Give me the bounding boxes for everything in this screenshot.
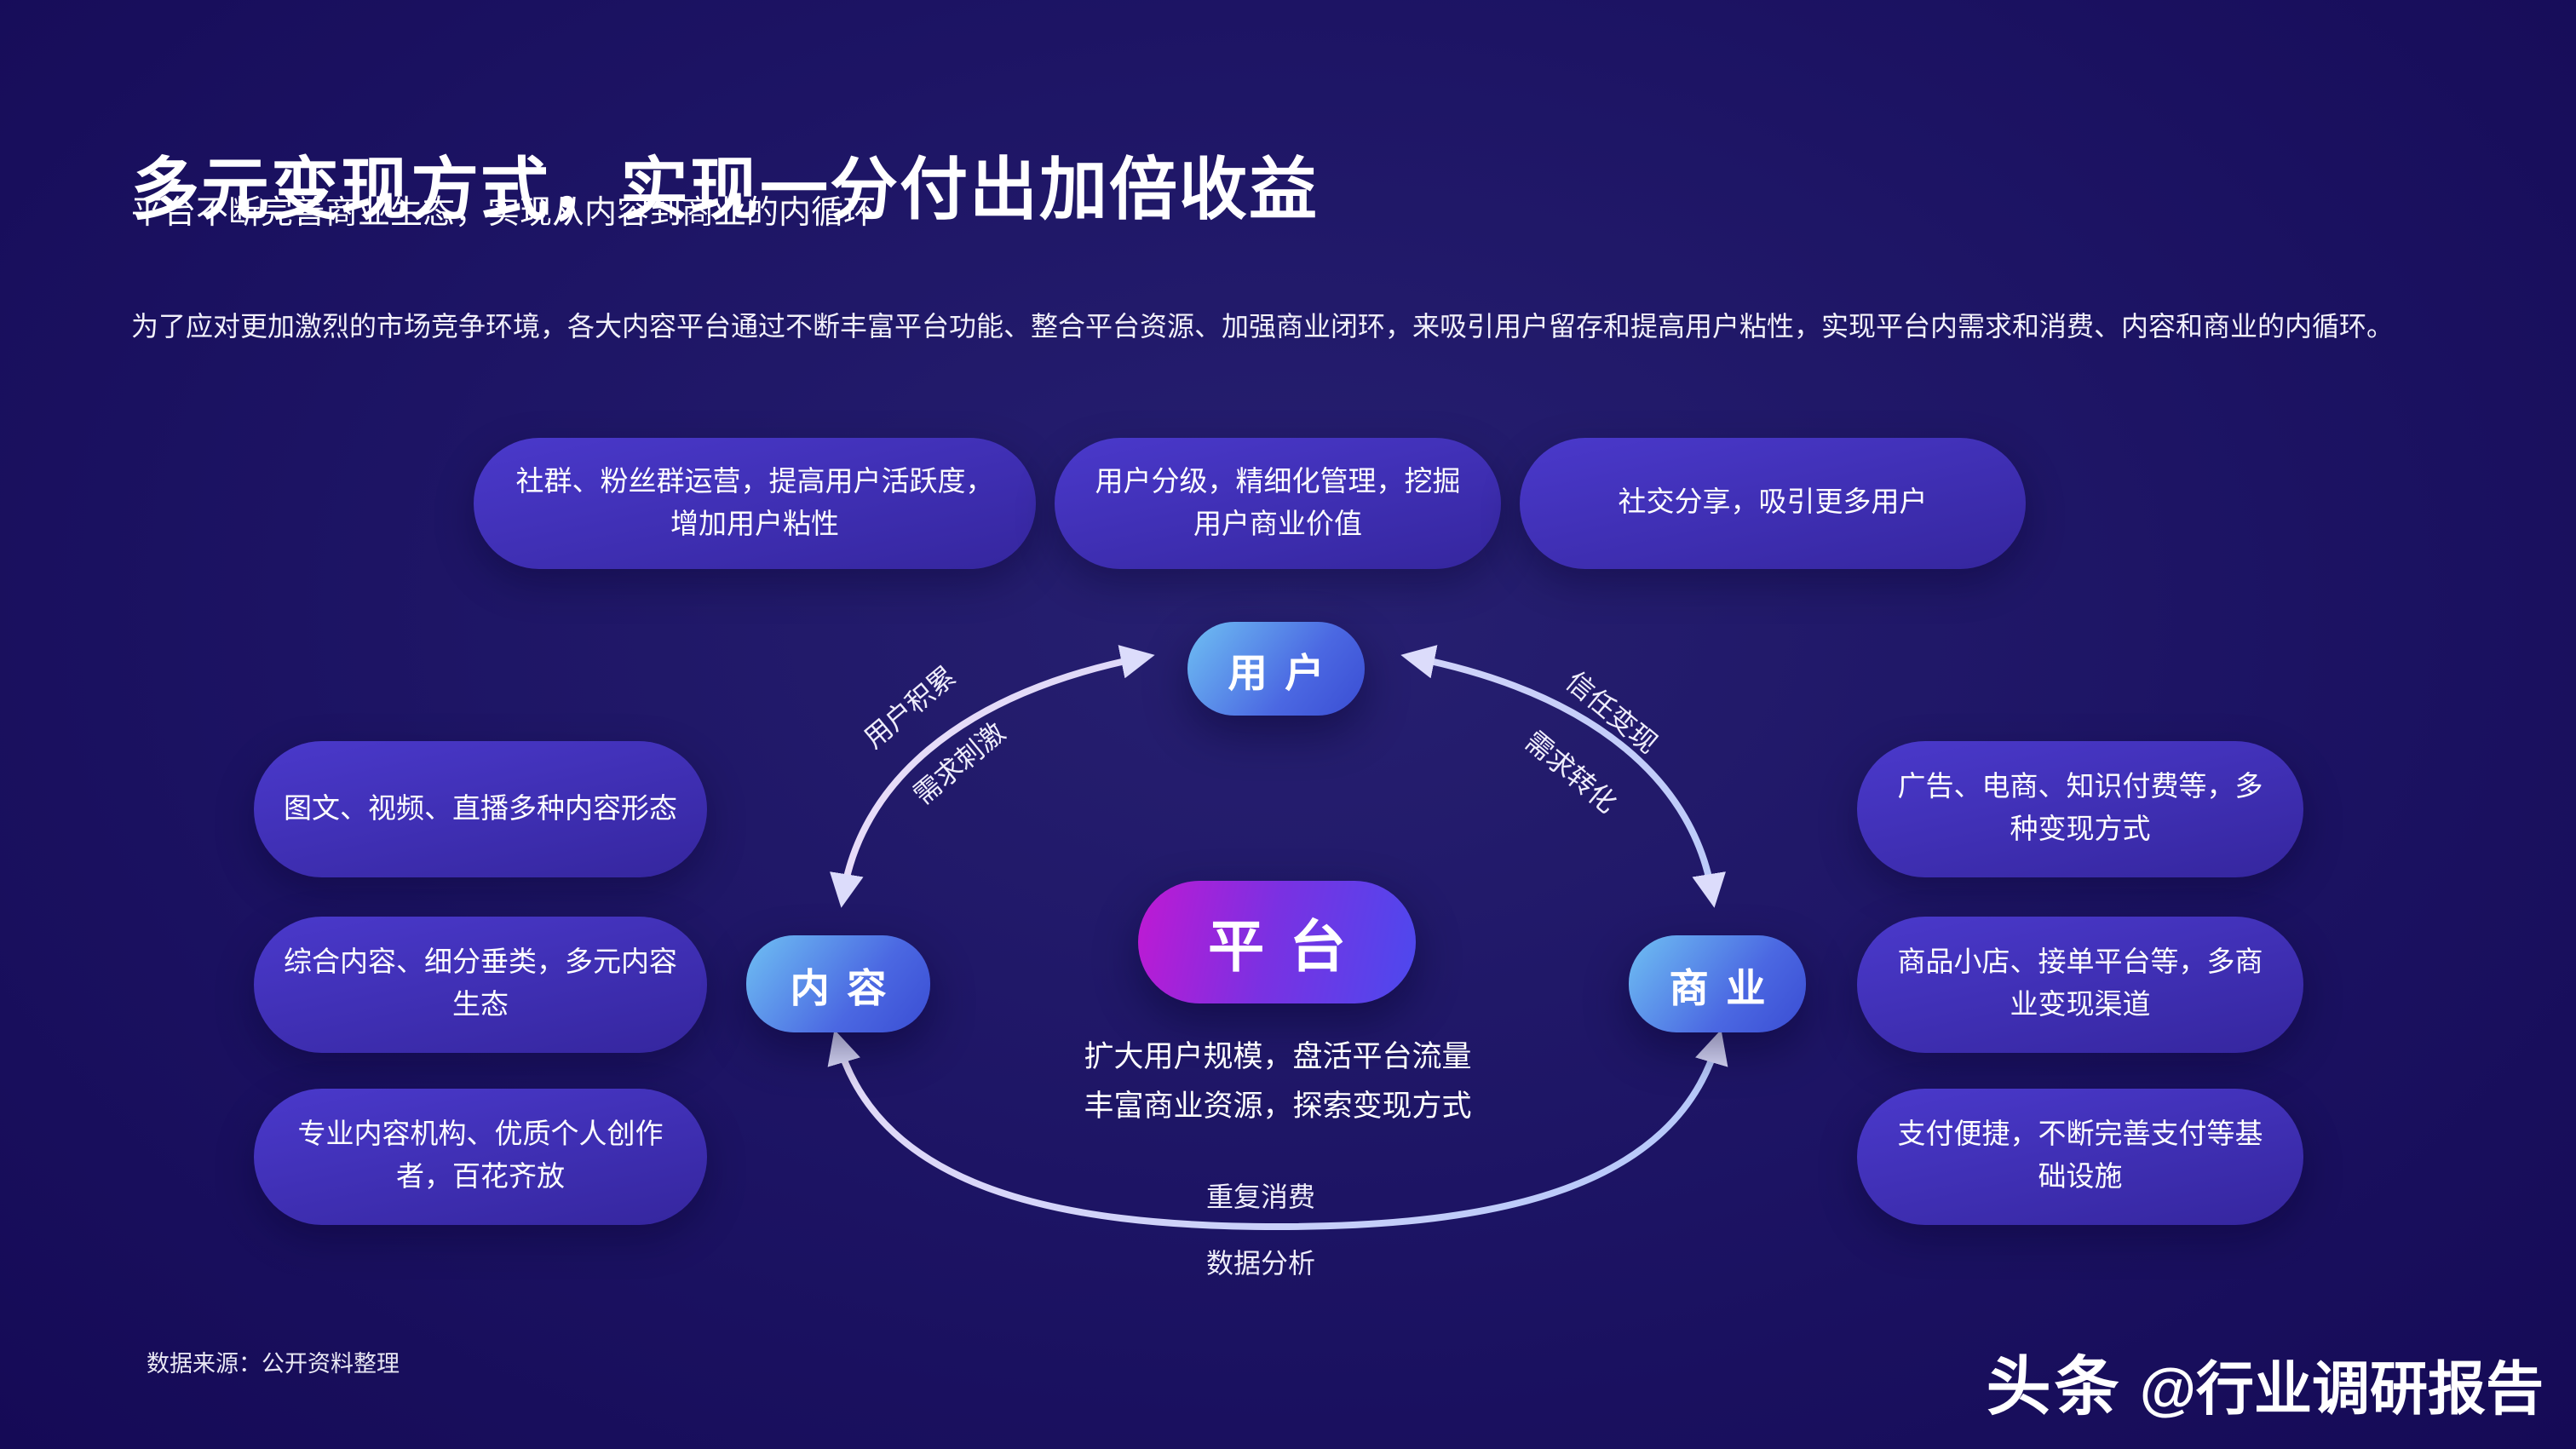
platform-description-line2: 丰富商业资源，探索变现方式 xyxy=(1084,1089,1472,1123)
page-subtitle: 平台不断完善商业生态，实现从内容到商业的内循环 xyxy=(131,196,877,232)
intro-paragraph: 为了应对更加激烈的市场竞争环境，各大内容平台通过不断丰富平台功能、整合平台资源、… xyxy=(131,313,2395,342)
watermark-handle: @行业调研报告 xyxy=(2139,1358,2544,1423)
bubble-payment-infra: 支付便捷，不断完善支付等基础设施 xyxy=(1857,1089,2303,1225)
platform-description: 扩大用户规模，盘活平台流量 丰富商业资源，探索变现方式 xyxy=(947,1032,1608,1131)
flow-label-user-accumulation: 用户积累 xyxy=(860,662,963,756)
watermark: 头条 @行业调研报告 xyxy=(1987,1334,2544,1428)
bubble-content-ecosystem: 综合内容、细分垂类，多元内容生态 xyxy=(254,917,707,1053)
bubble-monetization-ways: 广告、电商、知识付费等，多种变现方式 xyxy=(1857,741,2303,877)
bubble-creators: 专业内容机构、优质个人创作者，百花齐放 xyxy=(254,1089,707,1225)
arc-content-user xyxy=(830,645,1155,908)
node-user: 用户 xyxy=(1187,622,1365,716)
bubble-social-share: 社交分享，吸引更多用户 xyxy=(1520,438,2026,569)
bubble-user-ops: 社群、粉丝群运营，提高用户活跃度，增加用户粘性 xyxy=(474,438,1036,569)
flow-label-repeat-consumption: 重复消费 xyxy=(1205,1184,1316,1213)
page-title: 多元变现方式，实现一分付出加倍收益 xyxy=(131,152,1319,228)
bubble-user-tiering: 用户分级，精细化管理，挖掘用户商业价值 xyxy=(1055,438,1501,569)
bubble-content-forms: 图文、视频、直播多种内容形态 xyxy=(254,741,707,877)
node-content: 内容 xyxy=(746,935,930,1032)
node-business: 商业 xyxy=(1629,935,1806,1032)
flow-label-demand-stimulation: 需求刺激 xyxy=(909,718,1012,812)
data-source-note: 数据来源：公开资料整理 xyxy=(147,1351,400,1377)
toutiao-logo: 头条 xyxy=(1986,1353,2123,1424)
node-platform: 平台 xyxy=(1138,881,1416,1003)
platform-description-line1: 扩大用户规模，盘活平台流量 xyxy=(1084,1039,1472,1073)
flow-label-data-analysis: 数据分析 xyxy=(1205,1251,1316,1279)
bubble-commerce-channels: 商品小店、接单平台等，多商业变现渠道 xyxy=(1857,917,2303,1053)
